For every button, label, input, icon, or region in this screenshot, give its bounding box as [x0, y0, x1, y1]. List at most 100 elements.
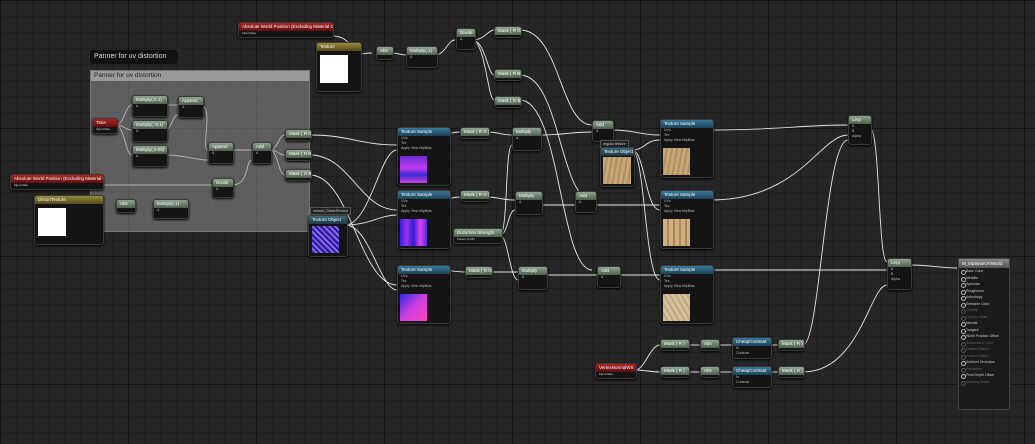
- add-node-r2[interactable]: Add A: [575, 191, 597, 213]
- material-pin[interactable]: Specular: [959, 281, 1009, 288]
- mask-r-node-top[interactable]: Mask ( R ): [660, 339, 690, 351]
- material-pin[interactable]: Emissive Color: [959, 301, 1009, 307]
- material-pin[interactable]: Pixel Depth Offset: [959, 372, 1009, 379]
- material-pin[interactable]: Custom Data 1: [959, 353, 1009, 359]
- texture-object-node-left[interactable]: Texture Object: [308, 215, 348, 257]
- abs-world-position-node-left[interactable]: Absolute World Position (Excluding Mater…: [10, 174, 104, 190]
- texture-sample-node-r2[interactable]: Texture Sample UVs Tex Apply View MipBia…: [660, 190, 714, 249]
- node-title: Multiply(,1): [407, 47, 437, 55]
- add-node-main[interactable]: Add A: [252, 142, 272, 164]
- divide-node-top[interactable]: Divide A: [456, 28, 476, 50]
- texture-sample-node-r3[interactable]: Texture Sample UVs Tex Apply View MipBia…: [660, 265, 714, 324]
- abs-node-r2[interactable]: Abs: [700, 366, 720, 378]
- multiply-node-top[interactable]: Multiply(,1) A: [406, 46, 438, 68]
- texture-object-node-right[interactable]: Texture Object: [600, 147, 635, 187]
- material-pin[interactable]: Opacity Mask: [959, 314, 1009, 320]
- node-subtitle: Input Data: [14, 183, 28, 187]
- distort-texture-node[interactable]: DistortTexture: [34, 195, 104, 245]
- mask-r-node-bottom[interactable]: Mask ( R ): [660, 366, 690, 378]
- add-node-r1[interactable]: Add A: [592, 120, 614, 142]
- mask-rg-node-3[interactable]: Mask ( R G ): [460, 190, 490, 202]
- node-title: CheapContrast: [733, 338, 771, 346]
- material-pin[interactable]: Shading Model: [959, 379, 1009, 385]
- material-pin[interactable]: Refraction: [959, 366, 1009, 372]
- cheap-contrast-node-1[interactable]: CheapContrast In Contrast: [732, 337, 772, 359]
- multiply-node-mid3[interactable]: Multiply A: [518, 266, 548, 290]
- material-pin[interactable]: Roughness: [959, 288, 1009, 294]
- texture-sample-node-1[interactable]: Texture Sample UVs Tex Apply View MipBia…: [397, 127, 451, 186]
- texture-sample-node-r1[interactable]: Texture Sample UVs Tex Apply View MipBia…: [660, 119, 714, 178]
- wire: [539, 131, 593, 136]
- node-title: Absolute World Position (Excluding Mater…: [11, 175, 103, 183]
- material-pin[interactable]: Normal: [959, 320, 1009, 327]
- material-pin[interactable]: World Position Offset: [959, 333, 1009, 340]
- multiply-node-mid1[interactable]: Multiply A: [512, 127, 542, 151]
- material-pin[interactable]: Metallic: [959, 275, 1009, 281]
- multiply-node-mid2[interactable]: Multiply A: [515, 191, 543, 215]
- node-title: Abs: [701, 340, 719, 348]
- mask-rg-node-top[interactable]: Mask ( R G ): [494, 26, 522, 38]
- lerp-node-bottom[interactable]: Lerp A B Alpha: [887, 258, 912, 290]
- mask-rg-node-1[interactable]: Mask ( R G ): [285, 129, 312, 141]
- texture-preview: [320, 55, 348, 83]
- pin-apply-view-mipbias: Apply View MipBias: [664, 284, 695, 288]
- divide-node-mid[interactable]: Divide A: [212, 178, 234, 198]
- wire: [709, 124, 849, 131]
- pin-tex: Tex: [664, 204, 670, 208]
- node-title: Texture Object: [309, 216, 347, 224]
- multiply-node-a[interactable]: Multiply(,0.1) A: [132, 95, 168, 117]
- node-title: Mask ( R ): [779, 340, 804, 348]
- mask-r-out-node-1[interactable]: Mask ( R ): [778, 339, 805, 351]
- material-title: M_triplanarUVWorld: [959, 259, 1009, 268]
- wire: [634, 369, 661, 373]
- node-title: Time: [93, 119, 117, 127]
- abs-world-position-node-top[interactable]: Absolute World Position (Excluding Mater…: [238, 22, 334, 38]
- abs-node-top[interactable]: Abs: [376, 46, 394, 60]
- pin-contrast: Contrast: [736, 351, 750, 355]
- wire: [344, 224, 398, 291]
- mask-rb-node-1[interactable]: Mask ( R B ): [285, 149, 312, 161]
- vertex-normal-ws-node[interactable]: VertexNormalWS Input Data: [595, 363, 637, 379]
- cheap-contrast-node-2[interactable]: CheapContrast In Contrast: [732, 366, 772, 388]
- node-title: Mask ( R ): [661, 367, 689, 375]
- multiply-node-c[interactable]: Multiply(,0.05) A: [132, 145, 168, 167]
- pin-a: A: [579, 200, 582, 204]
- mask-gb-node-top[interactable]: Mask ( G B ): [494, 96, 522, 108]
- pin-tex: Tex: [401, 204, 407, 208]
- material-pin[interactable]: Anisotropy: [959, 294, 1009, 301]
- node-title: Mask ( R G ): [461, 191, 489, 199]
- texture-sample-node-3[interactable]: Texture Sample UVs Tex Apply View MipBia…: [397, 265, 451, 324]
- material-pin[interactable]: Subsurface Color: [959, 340, 1009, 346]
- texture-node-top[interactable]: Texture: [316, 42, 362, 92]
- material-pin[interactable]: Opacity: [959, 307, 1009, 314]
- mask-r-out-node-2[interactable]: Mask ( R ): [778, 366, 805, 378]
- material-pin[interactable]: Base Color: [959, 268, 1009, 275]
- multiply-node-left[interactable]: Multiply(,1) A: [153, 199, 189, 219]
- distortion-strength-node[interactable]: Distortion Strength Param (0.05): [453, 228, 503, 244]
- lerp-node-top[interactable]: Lerp A B Alpha: [848, 115, 872, 145]
- add-node-r3[interactable]: Add A: [597, 266, 621, 288]
- material-pin[interactable]: Tangent: [959, 327, 1009, 333]
- multiply-node-b[interactable]: Multiply(,-0.1) A: [132, 120, 168, 142]
- mask-rg-node-4[interactable]: Mask ( R G ): [465, 266, 493, 278]
- node-title: Mask ( R ): [661, 340, 689, 348]
- mask-rg-node-2[interactable]: Mask ( R G ): [460, 127, 490, 139]
- node-title: Texture Sample: [398, 266, 450, 274]
- append-node-a[interactable]: Append A: [178, 96, 204, 118]
- mask-gb-node-1[interactable]: Mask ( G B ): [285, 169, 312, 181]
- append-node-b[interactable]: Append A: [208, 142, 234, 164]
- material-pin[interactable]: Custom Data 0: [959, 346, 1009, 353]
- abs-node-left[interactable]: Abs: [116, 199, 136, 213]
- mask-rb-node-top[interactable]: Mask ( R B ): [494, 69, 522, 81]
- material-pin[interactable]: Ambient Occlusion: [959, 359, 1009, 366]
- pin-a: A: [216, 187, 219, 191]
- node-title: Texture Sample: [398, 128, 450, 136]
- texture-sample-node-2[interactable]: Texture Sample UVs Tex Apply View MipBia…: [397, 190, 451, 249]
- texture-preview: [663, 294, 690, 321]
- pin-a: A: [136, 129, 139, 133]
- abs-node-r1[interactable]: Abs: [700, 339, 720, 351]
- time-node[interactable]: Time Input Data: [92, 118, 118, 134]
